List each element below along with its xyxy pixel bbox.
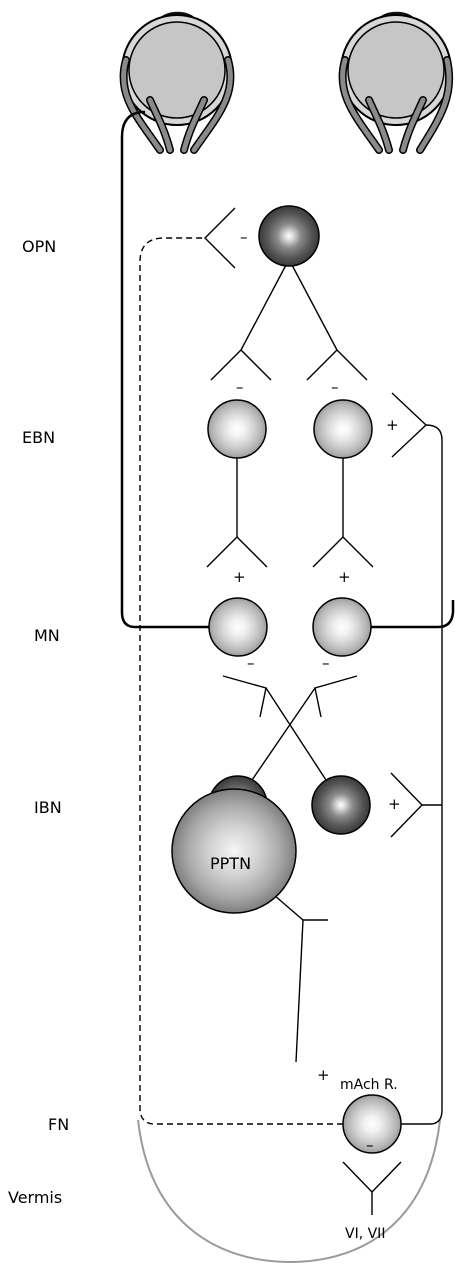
fn-opn-dashed-path bbox=[139, 237, 343, 1125]
ebn-right-neuron bbox=[313, 399, 373, 459]
ibn-right-neuron bbox=[311, 775, 371, 835]
label-ebn: EBN bbox=[22, 428, 55, 447]
label-vi-vii: VI, VII bbox=[345, 1226, 385, 1242]
label-pptn: PPTN bbox=[210, 854, 251, 873]
sign-ibn-input: + bbox=[388, 795, 401, 813]
sign-ibn-right: – bbox=[322, 654, 330, 672]
sign-mn-right: + bbox=[338, 568, 351, 586]
opn-neuron bbox=[258, 205, 320, 267]
label-mach: mAch R. bbox=[340, 1077, 398, 1093]
mn-left-neuron bbox=[208, 597, 268, 657]
ebn-right-synapse bbox=[306, 349, 368, 381]
left-mn-output-path bbox=[120, 110, 209, 629]
fn-excitatory-path bbox=[401, 424, 443, 1125]
ebn-left-synapse bbox=[210, 349, 272, 381]
opn-branch-left bbox=[240, 264, 287, 351]
sign-opn: – bbox=[240, 228, 248, 246]
vermis-synapse bbox=[342, 1161, 402, 1194]
label-vermis: Vermis bbox=[8, 1188, 62, 1207]
label-mn: MN bbox=[34, 626, 60, 645]
sign-mach: + bbox=[317, 1066, 330, 1084]
label-ibn: IBN bbox=[34, 798, 62, 817]
sign-ebn-input: + bbox=[386, 416, 399, 434]
opn-branch-right bbox=[291, 264, 338, 351]
label-opn: OPN bbox=[22, 237, 56, 256]
sign-vermis: – bbox=[366, 1136, 374, 1154]
ibn-right-cross bbox=[265, 687, 327, 781]
fn-neuron bbox=[342, 1094, 402, 1154]
sign-ebn-right: – bbox=[331, 378, 339, 396]
ebn-left-neuron bbox=[207, 399, 267, 459]
right-mn-output-path bbox=[371, 600, 455, 629]
mn-right-inhibitory-synapse bbox=[314, 675, 358, 718]
vermis-arc bbox=[137, 1119, 441, 1264]
ebn-input-synapse bbox=[391, 392, 428, 458]
mn-right-neuron bbox=[312, 597, 372, 657]
sign-ibn-left: – bbox=[247, 654, 255, 672]
sign-mn-left: + bbox=[233, 568, 246, 586]
pptn-neuron bbox=[171, 788, 297, 914]
sign-ebn-left: – bbox=[236, 378, 244, 396]
ibn-input-synapse bbox=[390, 772, 423, 838]
fn-mach-synapse bbox=[295, 919, 328, 1063]
left-eye bbox=[119, 11, 235, 154]
mn-left-inhibitory-synapse bbox=[222, 675, 267, 718]
opn-synapse bbox=[204, 207, 236, 269]
pptn-axon bbox=[273, 894, 304, 921]
label-fn: FN bbox=[48, 1115, 69, 1134]
mn-left-synapse bbox=[206, 536, 268, 568]
mn-right-synapse bbox=[312, 536, 374, 568]
right-eye bbox=[338, 11, 454, 154]
ibn-left-cross bbox=[251, 687, 316, 781]
